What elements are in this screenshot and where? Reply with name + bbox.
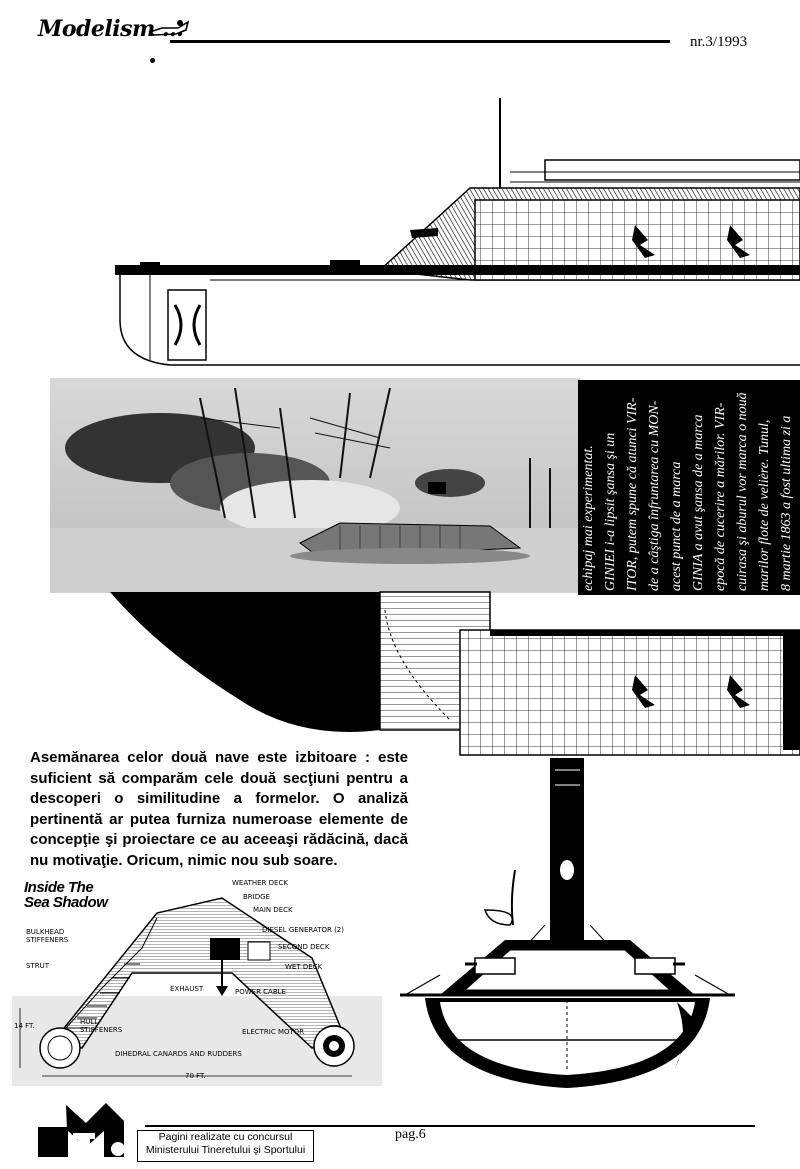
article-paragraph: Asemănarea celor două nave este izbitoar… — [30, 749, 408, 869]
sidebar-text-line: cuirasa şi aburul vor marca o nouă — [735, 392, 750, 591]
sidebar-text-line: 8 martie 1863 a fost ultima zi a — [779, 415, 794, 591]
label-weather-deck: WEATHER DECK — [232, 879, 288, 887]
sidebar-text-line: de a câştiga înfruntarea cu MON- — [647, 400, 662, 591]
sidebar-text-line: GINIA a avut şansa de a marca — [691, 414, 706, 591]
label-depth: 14 FT. — [14, 1022, 35, 1030]
label-second-deck: SECOND DECK — [278, 943, 330, 951]
sea-shadow-diagram — [12, 897, 382, 1086]
ink-dot — [150, 58, 155, 63]
credits-line: Ministerului Tineretului şi Sportului — [145, 1144, 306, 1156]
ironclad-cross-section-drawing — [400, 758, 735, 1088]
battle-engraving-image — [50, 378, 580, 593]
label-strut: STRUT — [26, 962, 49, 970]
label-power-cable: POWER CABLE — [235, 988, 286, 996]
label-bulkhead-stiffeners: BULKHEAD STIFFENERS — [26, 928, 69, 944]
sea-shadow-title-line1: Inside The — [24, 879, 94, 896]
sidebar-text-line: GINIEI i-a lipsit şansa şi un — [603, 432, 618, 591]
label-bridge: BRIDGE — [243, 893, 270, 901]
sidebar-text-line: marilor flote de velière. Tunul, — [757, 419, 772, 591]
sidebar-text-line: ITOR, putem spune că atunci VIR- — [625, 397, 640, 591]
label-length: 70 FT. — [185, 1072, 206, 1080]
sidebar-text-line: epocă de cucerire a mărilor. VIR- — [713, 402, 728, 591]
page-number: pag.6 — [395, 1127, 426, 1142]
label-main-deck: MAIN DECK — [253, 906, 293, 914]
sea-shadow-title-line2: Sea Shadow — [24, 894, 108, 911]
footer-rule — [145, 1125, 755, 1127]
publisher-logo-icon — [38, 1103, 125, 1157]
label-canards-rudders: DIHEDRAL CANARDS AND RUDDERS — [115, 1050, 242, 1058]
sidebar-text-line: echipaj mai experimentat. — [581, 445, 596, 591]
ship-logo-icon — [148, 20, 190, 36]
label-exhaust: EXHAUST — [170, 985, 204, 993]
label-diesel-generator: DIESEL GENERATOR (2) — [262, 926, 344, 934]
credits-line: Pagini realizate cu concursul — [158, 1131, 293, 1143]
credits-box: Pagini realizate cu concursul Ministerul… — [137, 1130, 314, 1162]
sidebar-text-block: 8 martie 1863 a fost ultima zi a marilor… — [578, 380, 800, 595]
sidebar-text-line: acest punct de a marca — [669, 461, 684, 591]
issue-number: nr.3/1993 — [690, 34, 748, 50]
ironclad-hull-underwater-drawing — [110, 591, 800, 756]
sea-shadow-title: Inside The Sea Shadow — [24, 879, 108, 911]
label-wet-deck: WET DECK — [285, 963, 323, 971]
header-rule — [170, 40, 670, 43]
ironclad-profile-drawing — [115, 98, 800, 366]
label-electric-motor: ELECTRIC MOTOR — [242, 1028, 305, 1036]
label-hull-stiffeners: HULL STIFFENERS — [80, 1018, 123, 1034]
